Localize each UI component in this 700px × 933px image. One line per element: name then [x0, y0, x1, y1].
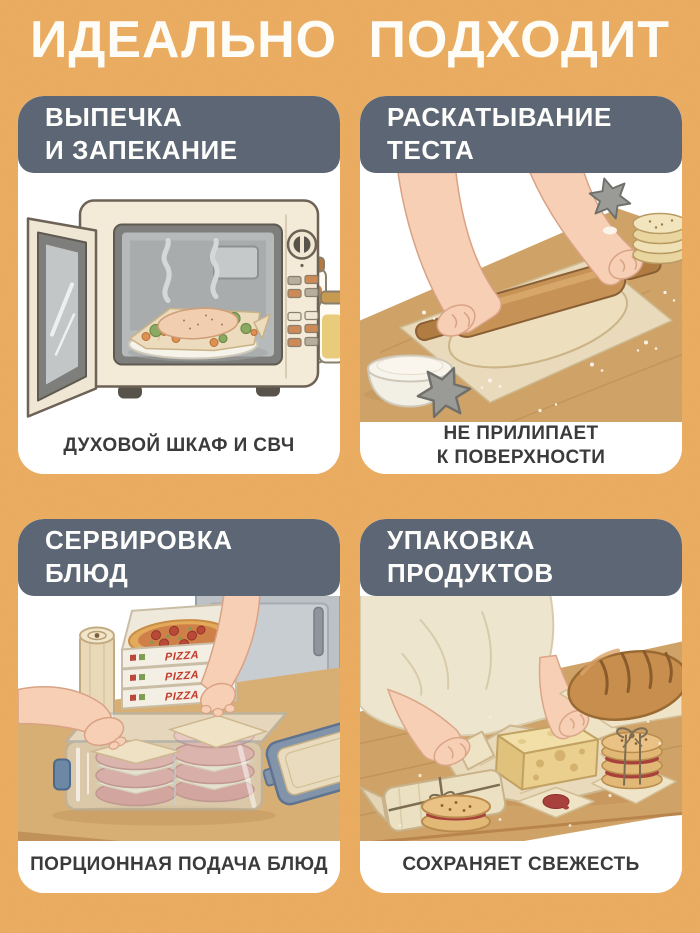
- panel-caption: СОХРАНЯЕТ СВЕЖЕСТЬ: [360, 841, 682, 893]
- pizza-box-label: PIZZA: [165, 649, 199, 663]
- pizza-boxes-icon: PIZZA PIZZA PIZZA: [120, 603, 238, 710]
- panel-caption: НЕ ПРИЛИПАЕТ К ПОВЕРХНОСТИ: [360, 422, 682, 474]
- panel-header-dough: РАСКАТЫВАНИЕ ТЕСТА: [360, 96, 682, 173]
- panel-caption: ПОРЦИОННАЯ ПОДАЧА БЛЮД: [18, 841, 340, 893]
- flour-specks: [398, 716, 662, 827]
- sandwich-cookie-icon: [421, 794, 491, 833]
- microwave-oven-illustration: [18, 173, 340, 422]
- flour-sprinkles: [422, 226, 676, 413]
- panel-title: УПАКОВКА ПРОДУКТОВ: [387, 525, 554, 588]
- oven-buttons-icon: [287, 274, 319, 348]
- person-in-apron: [360, 596, 558, 737]
- panel-baking: ВЫПЕЧКА И ЗАПЕКАНИЕ ДУХОВОЙ ШКАФ И СВЧ: [18, 96, 340, 474]
- container-lid-icon: [262, 717, 340, 806]
- panel-packing: УПАКОВКА ПРОДУКТОВ СОХРАНЯЕТ СВЕЖЕСТЬ: [360, 519, 682, 893]
- panel-header-serving: СЕРВИРОВКА БЛЮД: [18, 519, 340, 596]
- cookie-stack-icon: [632, 212, 682, 265]
- panel-title: СЕРВИРОВКА БЛЮД: [45, 525, 233, 588]
- pizza-box-label: PIZZA: [165, 689, 199, 703]
- panel-dough-rolling: РАСКАТЫВАНИЕ ТЕСТА НЕ ПРИЛИПАЕТ К ПОВЕРХ…: [360, 96, 682, 474]
- page-title: ИДЕАЛЬНО ПОДХОДИТ: [29, 11, 671, 69]
- hands-rolling: [397, 173, 644, 337]
- panel-header-packing: УПАКОВКА ПРОДУКТОВ: [360, 519, 682, 596]
- control-panel: [285, 214, 319, 379]
- pizza-box-label: PIZZA: [165, 669, 199, 683]
- panel-header-baking: ВЫПЕЧКА И ЗАПЕКАНИЕ: [18, 96, 340, 173]
- container-clip-icon: [53, 758, 71, 791]
- panel-title: РАСКАТЫВАНИЕ ТЕСТА: [387, 102, 612, 165]
- container-shadow: [52, 805, 276, 826]
- panel-caption: ДУХОВОЙ ШКАФ И СВЧ: [18, 422, 340, 474]
- packing-illustration: [360, 596, 682, 841]
- star-cookie-cutter-icon: [416, 177, 632, 419]
- panel-title: ВЫПЕЧКА И ЗАПЕКАНИЕ: [45, 102, 238, 165]
- microwave-foot: [118, 384, 142, 399]
- chicken-on-parchment-icon: [128, 307, 271, 360]
- dough-rolling-illustration: [360, 173, 682, 422]
- wrapping-hands: [386, 654, 590, 767]
- jam-on-parchment-icon: [517, 786, 595, 819]
- tied-cookie-stack-icon: [591, 727, 677, 805]
- open-oven-door: [26, 217, 98, 418]
- left-hand-with-parchment: [18, 686, 183, 765]
- steam-icon: [161, 238, 220, 303]
- right-hand-with-parchment: [167, 596, 269, 749]
- serving-illustration: PIZZA PIZZA PIZZA: [18, 596, 340, 841]
- bread-loaf-icon: [559, 648, 682, 729]
- panel-serving: PIZZA PIZZA PIZZA: [18, 519, 340, 893]
